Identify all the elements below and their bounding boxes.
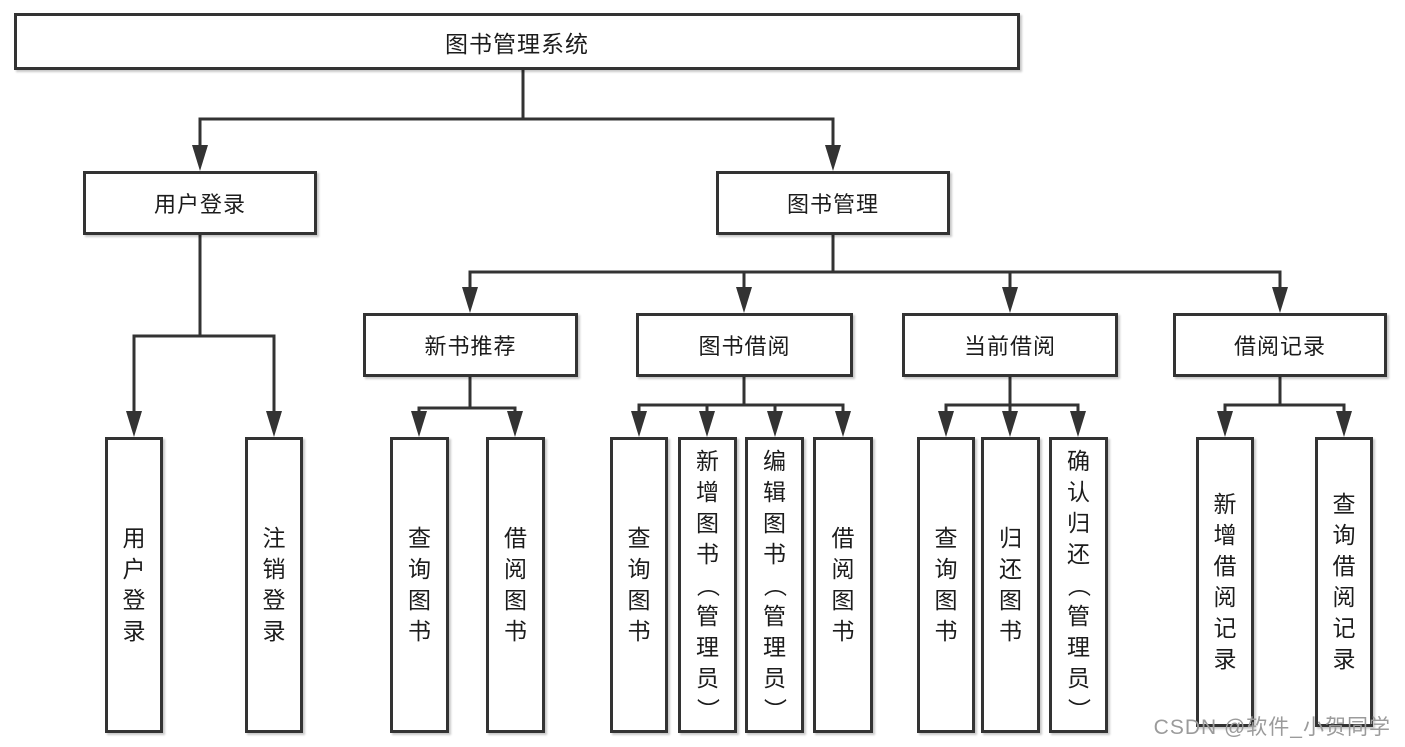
leaf-borrow-books-recommend: 借阅图书 [486, 437, 545, 733]
arrowheads [126, 145, 1352, 437]
leaf-query-borrow-record: 查询借阅记录 [1315, 437, 1373, 727]
leaf-return-books: 归还图书 [981, 437, 1040, 733]
leaf-query-books-borrow: 查询图书 [610, 437, 668, 733]
node-book-management: 图书管理 [716, 171, 950, 235]
node-book-borrow: 图书借阅 [636, 313, 853, 377]
leaf-edit-books-admin: 编辑图书（管理员） [745, 437, 804, 733]
leaf-query-books-current: 查询图书 [917, 437, 975, 733]
node-system-root: 图书管理系统 [14, 13, 1020, 70]
leaf-add-books-admin: 新增图书（管理员） [678, 437, 737, 733]
leaf-query-books-recommend: 查询图书 [390, 437, 449, 733]
node-user-login: 用户登录 [83, 171, 317, 235]
node-current-borrow: 当前借阅 [902, 313, 1118, 377]
leaf-logout: 注销登录 [245, 437, 303, 733]
leaf-confirm-return-admin: 确认归还（管理员） [1049, 437, 1108, 733]
leaf-borrow-books: 借阅图书 [813, 437, 873, 733]
node-new-book-recommend: 新书推荐 [363, 313, 578, 377]
node-borrow-records: 借阅记录 [1173, 313, 1387, 377]
csdn-watermark: CSDN @软件_小贺同学 [1153, 716, 1391, 739]
leaf-user-login: 用户登录 [105, 437, 163, 733]
leaf-add-borrow-record: 新增借阅记录 [1196, 437, 1254, 727]
